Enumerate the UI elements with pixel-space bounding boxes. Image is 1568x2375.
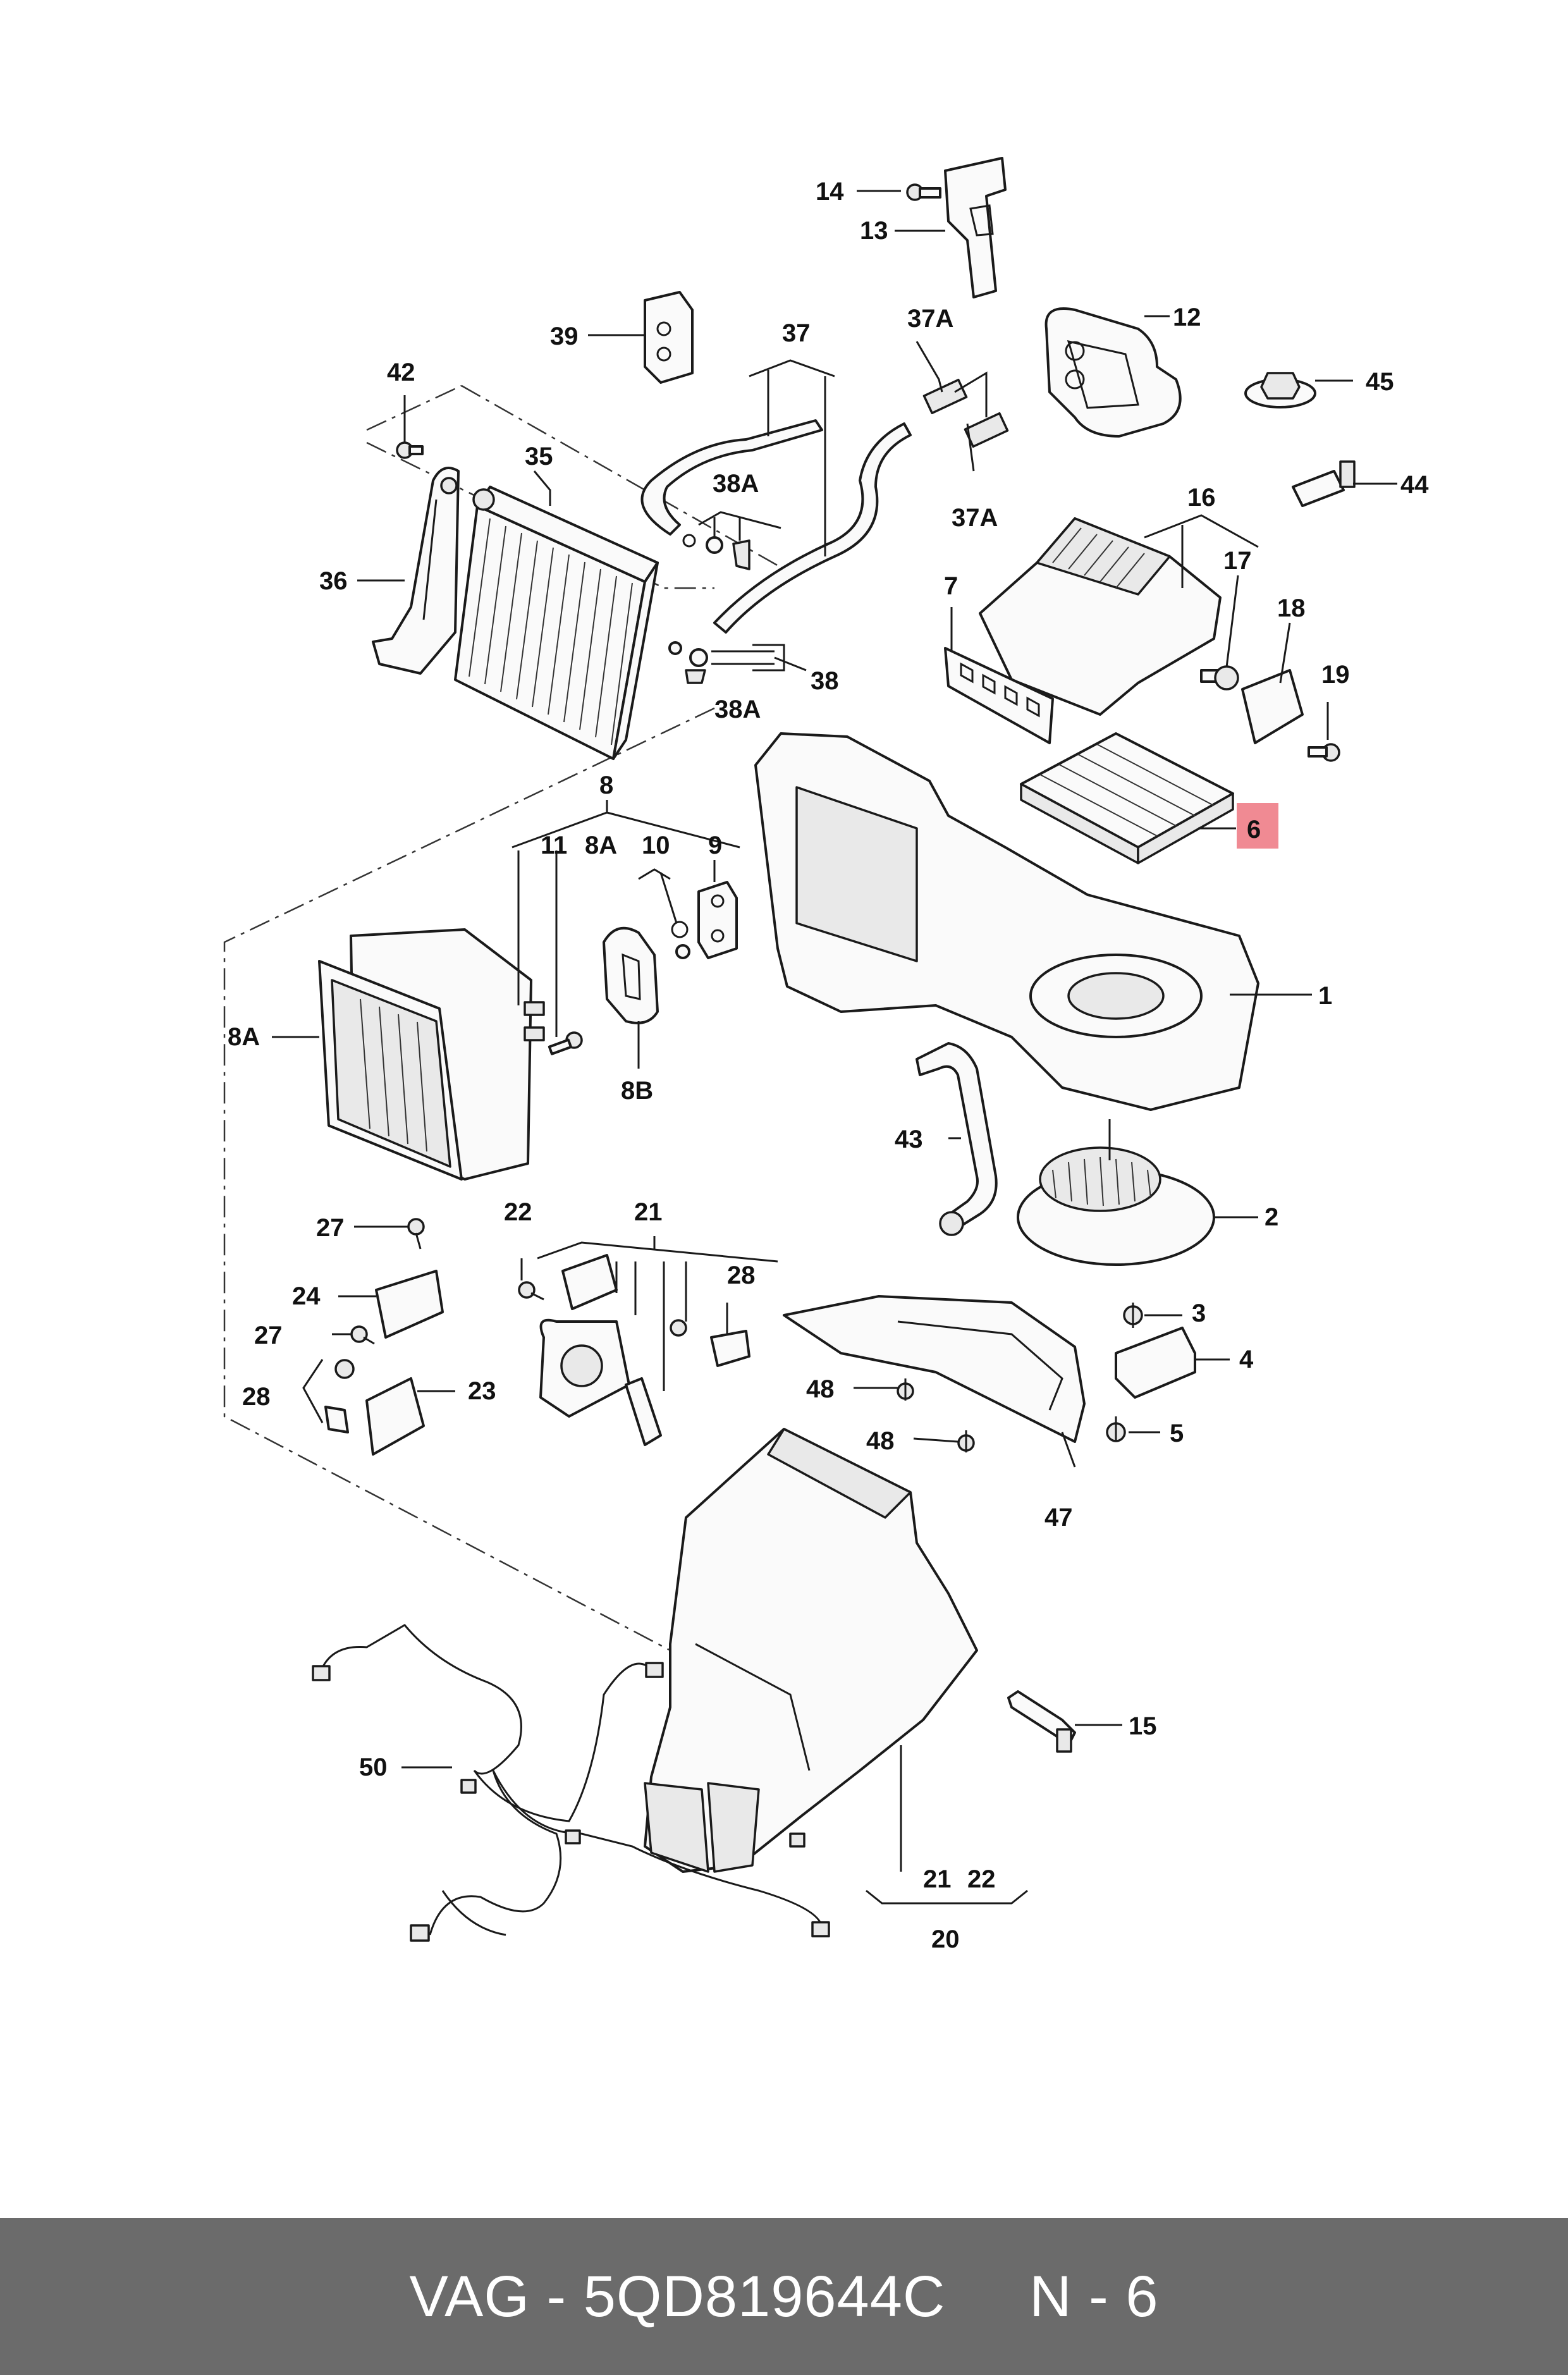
callout-28-right: 28 (727, 1261, 756, 1289)
part-19-screw (1308, 743, 1340, 762)
callout-21-top: 21 (634, 1198, 663, 1226)
part-18-resistor (1241, 669, 1304, 744)
assembly-boundary (223, 384, 785, 1652)
part-24-actuator (375, 1270, 444, 1339)
callout-19: 19 (1321, 661, 1350, 689)
callout-37A-bottom: 37A (952, 504, 998, 532)
callout-8B: 8B (621, 1077, 653, 1105)
footer-bar: VAG - 5QD819644C N - 6 (0, 2218, 1568, 2375)
leader-lines (272, 190, 1397, 1905)
part-27-screws (350, 1218, 425, 1345)
part-1-housing (754, 732, 1259, 1111)
callout-15: 15 (1129, 1712, 1157, 1740)
callout-38: 38 (811, 667, 839, 695)
callout-20: 20 (931, 1925, 960, 1953)
callout-8: 8 (599, 771, 613, 799)
callout-22-bottom: 22 (967, 1865, 996, 1893)
part-8B-gasket (603, 926, 659, 1024)
callout-6: 6 (1247, 816, 1261, 844)
part-12-gasket (1044, 307, 1182, 438)
callout-36: 36 (319, 567, 348, 595)
callout-39: 39 (550, 322, 579, 350)
callout-37: 37 (782, 319, 811, 347)
part-42-screw (396, 441, 424, 459)
callout-18: 18 (1277, 594, 1306, 622)
callout-13: 13 (860, 217, 888, 245)
part-2-blower (1017, 1119, 1215, 1266)
part-9-expansion-valve (697, 881, 738, 959)
part-17-clip (1200, 665, 1239, 690)
callout-48-bottom: 48 (866, 1427, 895, 1455)
part-20-heater-box (644, 1428, 978, 1873)
callout-8A-left: 8A (228, 1023, 260, 1051)
part-7-grid (944, 647, 1054, 744)
callout-47: 47 (1044, 1504, 1073, 1531)
callout-21-bottom: 21 (923, 1865, 952, 1893)
callout-17: 17 (1223, 547, 1252, 575)
part-5-screw (1106, 1416, 1126, 1442)
callout-14: 14 (816, 178, 844, 206)
part-48-screws (897, 1378, 975, 1452)
callout-7: 7 (944, 572, 958, 600)
part-39-valve (644, 291, 694, 384)
part-35-heat-exchanger (454, 486, 659, 760)
callout-16: 16 (1187, 484, 1216, 512)
part-16-filter-housing (979, 517, 1222, 716)
callout-24: 24 (292, 1282, 321, 1310)
part-15-sensor (1007, 1690, 1076, 1753)
callout-9: 9 (708, 832, 722, 859)
callout-44: 44 (1400, 471, 1429, 499)
callout-35: 35 (525, 443, 553, 470)
callout-50: 50 (359, 1753, 388, 1781)
callout-8A-top: 8A (585, 832, 617, 859)
part-43-hose (916, 1042, 998, 1236)
callout-42: 42 (387, 359, 415, 386)
callout-27-top: 27 (316, 1214, 345, 1242)
callout-43: 43 (895, 1126, 923, 1153)
part-22-screw (518, 1281, 544, 1301)
part-10-seals (671, 921, 690, 959)
callout-38A-bottom: 38A (714, 696, 761, 723)
part-45-nut (1244, 372, 1316, 408)
part-23-actuator (365, 1377, 425, 1456)
part-11-screw (548, 1031, 583, 1055)
part-4-module (1115, 1327, 1196, 1399)
callout-1: 1 (1318, 982, 1332, 1010)
callout-38A-top: 38A (713, 470, 759, 498)
part-21-actuator-set (539, 1254, 687, 1446)
callout-10: 10 (642, 832, 670, 859)
highlight-box-part-6 (1237, 803, 1278, 849)
callout-5: 5 (1170, 1420, 1184, 1447)
part-47-duct (783, 1295, 1086, 1443)
part-36-tank (372, 467, 460, 675)
part-3-screw (1123, 1303, 1143, 1328)
callout-labels: 14 13 39 37 37A 12 45 42 35 38A 37A 44 1… (228, 178, 1429, 1953)
callout-22-top: 22 (504, 1198, 532, 1226)
callout-45: 45 (1366, 368, 1394, 396)
exploded-parts-diagram: 14 13 39 37 37A 12 45 42 35 38A 37A 44 1… (223, 157, 1430, 1953)
footer-part-number: VAG - 5QD819644C N - 6 (409, 2264, 1159, 2329)
part-8A-evaporator (318, 928, 545, 1181)
callout-11: 11 (541, 832, 567, 859)
callout-28-left: 28 (242, 1383, 271, 1411)
part-14-screw (906, 183, 941, 201)
callout-37A-top: 37A (907, 305, 953, 333)
callout-48-top: 48 (806, 1375, 835, 1403)
diagram-svg: 14 13 39 37 37A 12 45 42 35 38A 37A 44 1… (223, 157, 1429, 1953)
part-28-clips (324, 1330, 750, 1433)
callout-2: 2 (1265, 1203, 1278, 1231)
part-50-harness (312, 1624, 830, 1942)
part-13-bracket (944, 157, 1007, 298)
callout-23: 23 (468, 1377, 496, 1405)
part-37-pipes (640, 378, 1009, 634)
callout-3: 3 (1192, 1299, 1206, 1327)
part-6-cabin-filter (1020, 732, 1234, 864)
part-44-connector (1292, 460, 1356, 507)
callout-4: 4 (1239, 1346, 1254, 1373)
callout-12: 12 (1173, 304, 1201, 331)
callout-27-bottom: 27 (254, 1322, 283, 1349)
